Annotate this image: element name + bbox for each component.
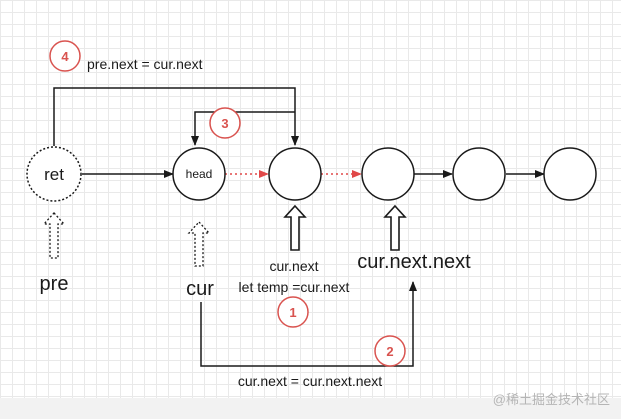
cur-next-next-pointer-arrow xyxy=(383,204,407,251)
cur-next-label: cur.next xyxy=(269,258,318,274)
watermark: @稀土掘金技术社区 xyxy=(493,392,610,407)
step2-caption: cur.next = cur.next.next xyxy=(238,373,382,389)
step4-badge: 4 xyxy=(49,40,81,72)
node-5 xyxy=(543,147,597,201)
step2-connector xyxy=(200,281,417,367)
step1-number: 1 xyxy=(289,305,296,320)
step1-badge: 1 xyxy=(277,296,309,328)
node-2 xyxy=(268,147,322,201)
footer-bar xyxy=(0,398,621,419)
cur-label: cur xyxy=(186,278,214,300)
cur-next-pointer-arrow xyxy=(283,204,307,251)
step4-number: 4 xyxy=(61,49,69,64)
node-ret xyxy=(26,146,82,202)
pre-label: pre xyxy=(40,273,69,295)
node-head xyxy=(172,147,226,201)
node-ret-label: ret xyxy=(44,165,64,184)
pre-pointer-arrow xyxy=(42,212,66,259)
step4-connector xyxy=(53,87,299,146)
step3-badge: 3 xyxy=(209,107,241,139)
step2-number: 2 xyxy=(386,344,393,359)
node-head-label: head xyxy=(186,167,213,181)
step4-caption: pre.next = cur.next xyxy=(87,56,203,72)
step2-badge: 2 xyxy=(374,335,406,367)
cur-pointer-arrow xyxy=(187,221,211,267)
temp-label: let temp =cur.next xyxy=(239,279,350,295)
step3-connector xyxy=(191,111,295,146)
node-4 xyxy=(452,147,506,201)
cur-next-next-label: cur.next.next xyxy=(357,251,471,273)
step3-number: 3 xyxy=(221,116,228,131)
node-3 xyxy=(361,147,415,201)
